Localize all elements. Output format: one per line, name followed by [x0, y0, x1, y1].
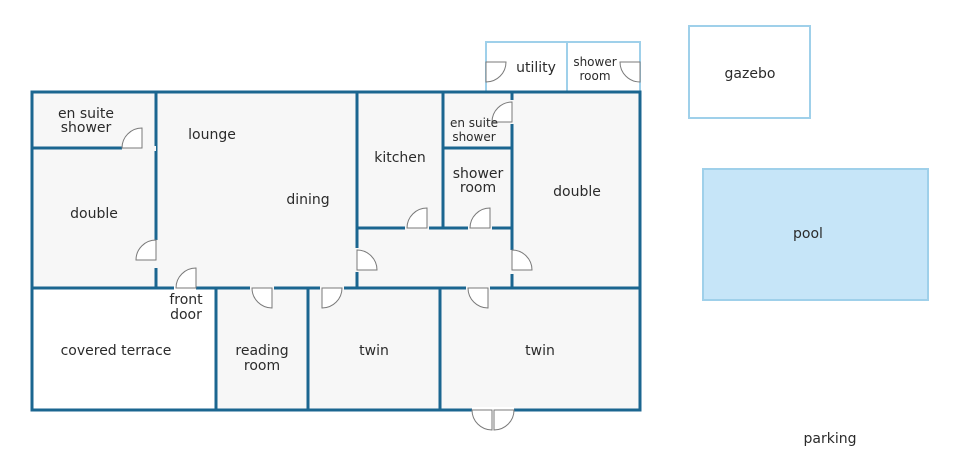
lounge-label: lounge: [188, 127, 236, 143]
gazebo-label: gazebo: [725, 66, 776, 82]
reading-room-label-1: reading: [235, 343, 288, 359]
shower-room-mid-label-2: room: [460, 180, 496, 196]
double-right-label: double: [553, 184, 601, 200]
en-suite-shower-left-label-1: en suite: [58, 106, 114, 122]
twin-right-label: twin: [525, 343, 555, 359]
covered-terrace-label: covered terrace: [61, 343, 172, 359]
front-door-label-1: front: [169, 292, 203, 308]
twin-mid-label: twin: [359, 343, 389, 359]
utility-floor: [486, 42, 640, 92]
parking-label: parking: [804, 431, 857, 447]
gazebo-outline: [688, 25, 811, 119]
reading-room-label-2: room: [244, 358, 280, 374]
kitchen-label: kitchen: [374, 150, 426, 166]
pool-label: pool: [793, 226, 823, 242]
en-suite-shower-mid-label-1: en suite: [450, 116, 498, 130]
dining-label: dining: [286, 192, 329, 208]
en-suite-shower-left-label-2: shower: [61, 120, 112, 136]
en-suite-shower-mid-label-2: shower: [452, 130, 495, 144]
shower-room-mid-label-1: shower: [453, 166, 504, 182]
shower-room-top-label-2: room: [579, 69, 610, 83]
terrace-floor: [32, 288, 216, 410]
utility-label: utility: [516, 60, 556, 76]
pool-shape: [702, 168, 929, 301]
double-left-label: double: [70, 206, 118, 222]
front-door-label-2: door: [170, 307, 202, 323]
shower-room-top-label-1: shower: [573, 55, 616, 69]
doors: [121, 61, 641, 431]
